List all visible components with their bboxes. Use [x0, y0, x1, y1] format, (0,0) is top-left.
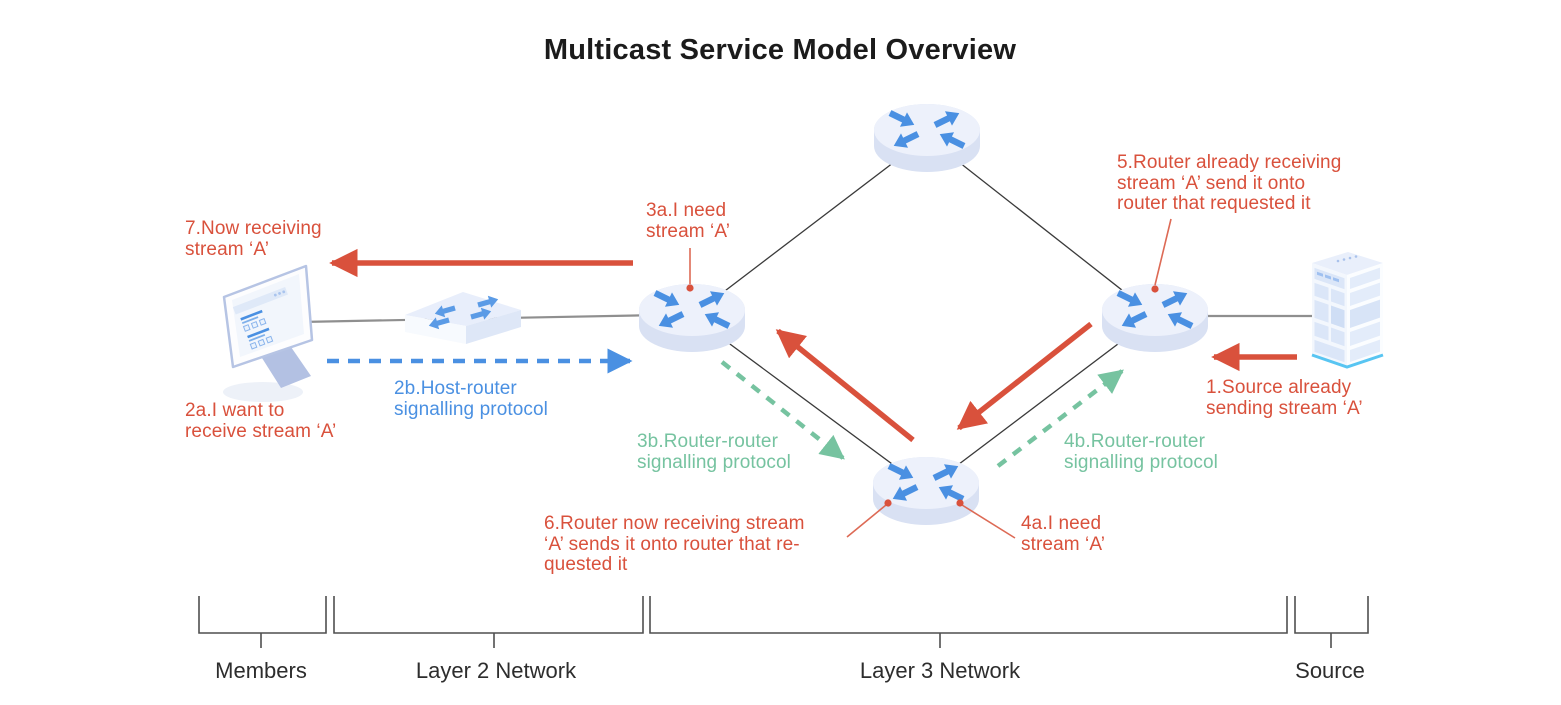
monitor-icon — [222, 264, 314, 402]
server-icon — [1311, 252, 1384, 369]
annotation-step3a: 3a.I need stream ‘A’ — [646, 200, 731, 242]
pointer-step4a — [961, 504, 1016, 539]
annotation-step4a: 4a.I need stream ‘A’ — [1021, 513, 1106, 555]
pointer-dot-step5 — [1151, 285, 1159, 293]
link-left-to-top — [691, 136, 928, 317]
group-label-members: Members — [215, 658, 307, 683]
group-label-source: Source — [1295, 658, 1365, 683]
monitor-screen-content — [232, 287, 288, 350]
callout-pointers — [686, 218, 1172, 539]
server-base-edge — [1311, 353, 1384, 369]
annotation-step5: 5.Router already receiving stream ‘A’ se… — [1117, 152, 1342, 214]
pointer-step5 — [1154, 218, 1172, 286]
bracket-members — [198, 596, 327, 648]
router-top-icon — [874, 104, 980, 172]
group-label-layer3: Layer 3 Network — [859, 658, 1021, 683]
arrow-stream-bottom-to-left-router — [775, 328, 915, 443]
network-links — [691, 136, 1156, 490]
group-label-layer2: Layer 2 Network — [415, 658, 577, 683]
router-right-icon — [1102, 284, 1208, 352]
annotation-step4b: 4b.Router-router signalling protocol — [1064, 431, 1218, 473]
annotation-step3b: 3b.Router-router signalling protocol — [637, 431, 791, 473]
bracket-layer3 — [649, 596, 1288, 648]
bracket-layer2 — [333, 596, 644, 648]
pointer-dot-step6 — [884, 499, 892, 507]
annotation-step1: 1.Source already sending stream ‘A’ — [1206, 377, 1363, 419]
annotation-step6: 6.Router now receiving stream ‘A’ sends … — [544, 513, 805, 575]
link-right-to-bottom — [925, 315, 1156, 490]
link-top-to-right — [926, 136, 1156, 317]
link-left-to-bottom — [691, 315, 927, 490]
group-brackets — [198, 596, 1369, 648]
server-side-modules — [1350, 267, 1380, 362]
arrow-router-signalling-4b — [996, 369, 1124, 468]
pointer-dot-step4a — [956, 499, 964, 507]
page-title: Multicast Service Model Overview — [543, 34, 1017, 66]
arrow-router-signalling-3b — [720, 360, 845, 460]
monitor-shadow — [223, 382, 303, 402]
pointer-step6 — [846, 504, 887, 538]
monitor-stand — [262, 347, 311, 388]
router-left-icon — [639, 284, 745, 352]
bracket-source — [1294, 596, 1369, 648]
switch-icon — [405, 292, 521, 344]
annotation-step2a: 2a.I want to receive stream ‘A’ — [185, 400, 337, 442]
arrow-stream-right-to-bottom-router — [956, 321, 1093, 431]
server-front-modules — [1314, 267, 1345, 363]
pointer-dot-step3a — [686, 284, 694, 292]
annotation-step2b: 2b.Host-router signalling protocol — [394, 378, 548, 420]
router-bottom-icon — [873, 457, 979, 525]
annotation-step7: 7.Now receiving stream ‘A’ — [185, 218, 322, 260]
